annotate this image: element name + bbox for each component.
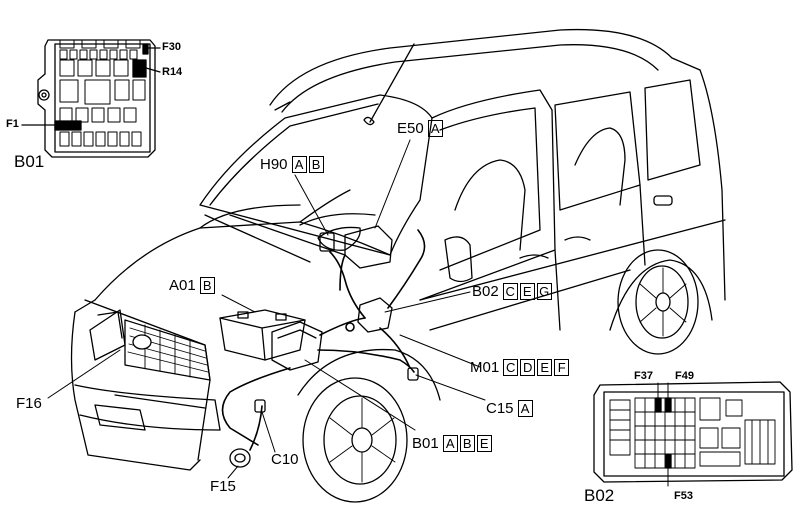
- b01-relay-label: R14: [162, 66, 183, 78]
- van-body-drawing: [70, 28, 726, 503]
- leader-lines: [47, 139, 486, 479]
- b01-box-in-engine-bay: [271, 321, 323, 371]
- battery-drawing: [219, 309, 306, 361]
- b01-inset-title: B01: [14, 152, 45, 171]
- b01-fuse-left-label: F1: [6, 118, 19, 130]
- label-b02: B02 C E G: [472, 283, 552, 300]
- label-f15: F15: [210, 479, 238, 495]
- variant-box: B: [199, 277, 215, 294]
- b02-fuse-c-label: F53: [674, 490, 693, 502]
- c10-connector-drawing: [254, 399, 266, 413]
- variant-box: F: [554, 359, 570, 376]
- component-code: C10: [271, 451, 299, 468]
- component-code: A01: [169, 276, 196, 294]
- c15-connector-drawing: [407, 367, 419, 381]
- label-m01: M01 C D E F: [470, 358, 570, 376]
- variant-box: A: [291, 156, 307, 173]
- label-b01: B01 A B E: [412, 435, 492, 452]
- variant-box: C: [502, 283, 518, 300]
- label-c10: C10: [271, 452, 301, 468]
- variant-box: B: [459, 435, 475, 452]
- label-h90: H90 A B: [260, 156, 324, 173]
- component-code: B01: [412, 434, 439, 452]
- variant-box: E: [537, 359, 553, 376]
- component-code: F15: [210, 478, 236, 495]
- variant-box: E: [476, 435, 492, 452]
- label-c15: C15 A: [486, 400, 533, 417]
- b02-box-in-cabin: [357, 297, 393, 333]
- variant-box: D: [520, 359, 536, 376]
- variant-box: A: [442, 435, 458, 452]
- wiring-harness: [221, 229, 426, 451]
- variant-box: B: [308, 156, 324, 173]
- b02-fuse-box-drawing: [593, 381, 793, 487]
- component-code: M01: [470, 358, 500, 376]
- b02-fuse-a-label: F37: [634, 370, 653, 382]
- e50-module-drawing: [344, 225, 393, 269]
- variant-box: E: [519, 283, 535, 300]
- variant-box: C: [503, 359, 519, 376]
- b02-inset-title: B02: [584, 486, 615, 505]
- label-e50: E50 A: [397, 120, 443, 137]
- label-f16: F16: [16, 396, 44, 412]
- component-code: B02: [472, 282, 499, 300]
- component-code: C15: [486, 399, 514, 417]
- component-code: H90: [260, 155, 288, 173]
- component-code: E50: [397, 119, 424, 137]
- b02-fuse-b-label: F49: [675, 370, 694, 382]
- variant-box: A: [517, 400, 533, 417]
- b01-fuse-box-drawing: [21, 39, 161, 158]
- b01-fuse-top-label: F30: [162, 41, 181, 53]
- variant-box: A: [427, 120, 443, 137]
- variant-box: G: [536, 283, 552, 300]
- label-a01: A01 B: [169, 277, 215, 294]
- component-code: F16: [16, 395, 42, 412]
